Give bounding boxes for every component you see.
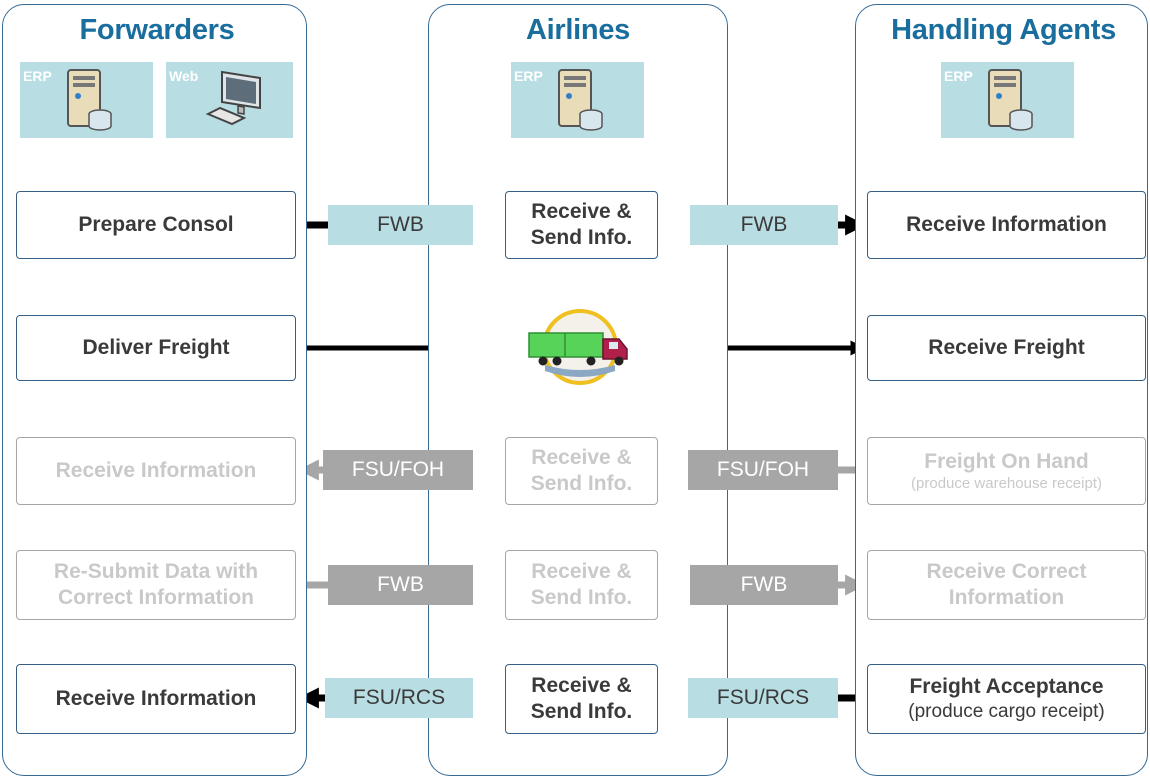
message-r4-left: FWB [328,565,473,605]
box-label-line1: Receive & [531,199,632,223]
box-deliver-freight: Deliver Freight [16,315,296,381]
message-label: FSU/FOH [351,458,445,481]
system-tile-handling-erp: ERP [941,62,1074,138]
lane-title-handling-agents: Handling Agents [891,14,1116,46]
system-label: Web [169,68,199,84]
box-r5-forwarder: Receive Information [16,664,296,734]
box-r5-handler: Freight Acceptance (produce cargo receip… [867,664,1146,734]
system-tile-airlines-erp: ERP [511,62,644,138]
box-label-line2: Information [948,586,1065,609]
message-r5-left: FSU/RCS [325,678,473,718]
box-sublabel: (produce warehouse receipt) [911,475,1102,493]
server-icon [988,69,1033,131]
message-label: FSU/RCS [352,686,446,709]
message-label: FWB [377,213,424,236]
box-r3-airline: Receive & Send Info. [505,437,658,505]
box-sublabel: (produce cargo receipt) [908,700,1105,722]
box-label: Freight On Hand [924,449,1089,473]
computer-icon [205,70,261,126]
box-label-line2: Send Info. [530,700,633,723]
message-r1-left: FWB [328,205,473,245]
box-label-line2: Send Info. [530,472,633,495]
box-label-line2: Send Info. [530,226,633,249]
box-label-line1: Receive & [531,559,632,583]
box-r4-handler: Receive Correct Information [867,550,1146,620]
box-label: Receive Information [55,458,257,482]
message-r5-right: FSU/RCS [688,678,838,718]
message-r1-right: FWB [690,205,838,245]
system-label: ERP [944,68,973,84]
message-r3-left: FSU/FOH [323,450,473,490]
box-label-line1: Re-Submit Data with [53,559,259,583]
message-r4-right: FWB [690,565,838,605]
box-label: Receive Freight [928,335,1085,359]
message-r3-right: FSU/FOH [688,450,838,490]
message-label: FSU/FOH [716,458,810,481]
box-label-line1: Receive & [531,673,632,697]
box-label: Freight Acceptance [909,675,1104,699]
box-r5-airline: Receive & Send Info. [505,664,658,734]
system-label: ERP [514,68,543,84]
message-label: FWB [740,213,788,236]
box-receive-freight: Receive Freight [867,315,1146,381]
truck-icon [528,309,628,385]
box-r3-handler: Freight On Hand (produce warehouse recei… [867,437,1146,505]
server-icon [558,69,603,131]
box-r4-forwarder: Re-Submit Data with Correct Information [16,550,296,620]
server-icon [67,69,112,131]
box-label: Receive Information [906,212,1107,236]
message-label: FWB [377,573,424,596]
box-r4-airline: Receive & Send Info. [505,550,658,620]
lane-title-airlines: Airlines [526,14,630,46]
box-label: Deliver Freight [82,335,230,359]
box-label-line2: Correct Information [57,586,254,609]
box-label-line1: Receive & [531,445,632,469]
box-label-line1: Receive Correct [926,559,1087,583]
box-label: Prepare Consol [78,212,234,236]
system-label: ERP [23,68,52,84]
box-r1-handler: Receive Information [867,191,1146,259]
system-tile-forwarders-web: Web [166,62,293,138]
box-label: Receive Information [55,686,257,710]
box-r1-airline: Receive & Send Info. [505,191,658,259]
box-label-line2: Send Info. [530,586,633,609]
message-label: FWB [740,573,788,596]
system-tile-forwarders-erp: ERP [20,62,153,138]
lane-title-forwarders: Forwarders [79,14,235,46]
message-label: FSU/RCS [716,686,810,709]
box-prepare-consol: Prepare Consol [16,191,296,259]
box-r3-forwarder: Receive Information [16,437,296,505]
